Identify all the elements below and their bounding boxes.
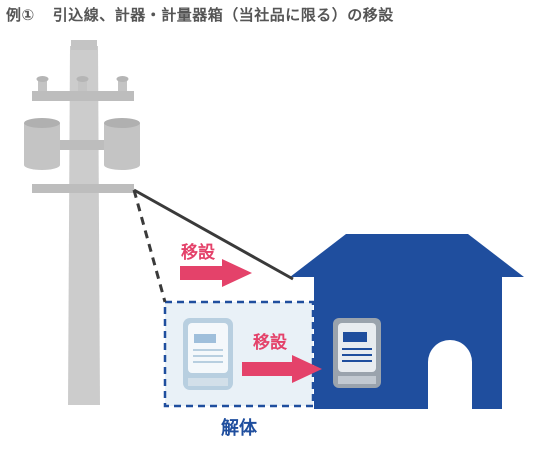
old-meter-display <box>194 334 216 343</box>
transformer-icon <box>24 118 60 170</box>
arrow-right-icon <box>180 259 252 287</box>
pole-crossarm-bottom <box>32 184 134 193</box>
house-door <box>428 340 472 409</box>
new-meter-body <box>338 323 376 372</box>
house-icon <box>290 234 524 409</box>
new-meter-display <box>343 332 367 342</box>
pole-crossarm-top <box>32 91 134 101</box>
house-roof <box>290 234 524 277</box>
old-meter-base <box>188 378 228 386</box>
pole-cap <box>71 40 97 50</box>
electric-meter-icon <box>183 318 233 390</box>
insulator-icon <box>36 76 49 91</box>
new-meter-base <box>338 376 376 384</box>
electric-meter-icon <box>333 318 381 388</box>
title-text: 引込線、計器・計量器箱（当社品に限る）の移設 <box>52 6 394 24</box>
relocate-label-upper: 移設 <box>181 242 216 263</box>
transformer-icon <box>104 118 140 170</box>
arrow-right-icon <box>242 355 322 383</box>
insulator-icon <box>116 76 129 91</box>
page-title: 例① 引込線、計器・計量器箱（当社品に限る）の移設 <box>6 4 394 25</box>
relocate-label-lower: 移設 <box>253 332 288 353</box>
transformer-bracket <box>40 140 130 150</box>
example-label: 例① <box>6 6 35 24</box>
old-meter-body <box>188 323 228 373</box>
dismantle-label: 解体 <box>221 417 258 439</box>
utility-pole-icon <box>24 40 140 405</box>
new-service-drop-wire <box>133 188 294 281</box>
insulator-icon <box>76 76 89 91</box>
old-service-drop-wire <box>132 189 167 303</box>
pole-shaft <box>68 46 100 405</box>
